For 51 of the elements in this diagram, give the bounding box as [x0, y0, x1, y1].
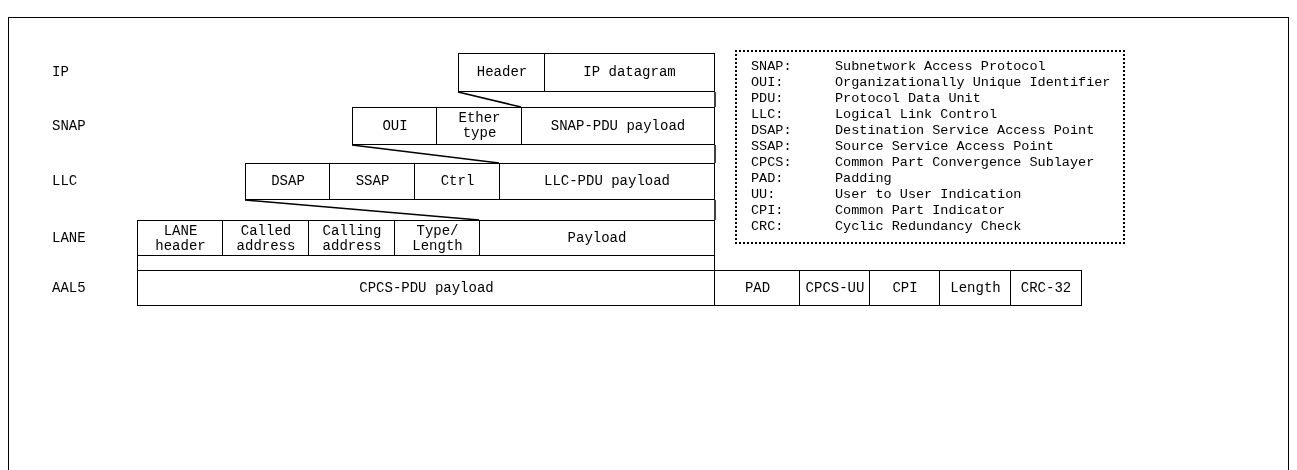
layer-label: SNAP — [52, 118, 86, 134]
abbreviation-text: SNAP: — [751, 60, 792, 74]
packet-field: IP datagram — [544, 53, 715, 92]
definition-text: Logical Link Control — [835, 108, 998, 122]
packet-field: Payload — [479, 220, 715, 257]
abbreviation-text: SSAP: — [751, 140, 792, 154]
definition-text: Destination Service Access Point — [835, 124, 1095, 138]
definition-text: Common Part Convergence Sublayer — [835, 156, 1095, 170]
packet-field: Type/Length — [394, 220, 481, 257]
projection-line — [714, 91, 716, 108]
packet-field: Ctrl — [414, 163, 501, 200]
abbreviation-text: PAD: — [751, 172, 784, 186]
projection-line — [714, 144, 716, 164]
definition-text: User to User Indication — [835, 188, 1022, 202]
definition-text: Padding — [835, 172, 892, 186]
projection-line — [714, 199, 716, 221]
packet-field: CRC-32 — [1010, 270, 1082, 306]
abbreviation-text: DSAP: — [751, 124, 792, 138]
definition-text: Common Part Indicator — [835, 204, 1006, 218]
definition-text: Subnetwork Access Protocol — [835, 60, 1046, 74]
packet-field: OUI — [352, 107, 438, 145]
packet-field: Ether type — [436, 107, 523, 145]
packet-field: CPI — [869, 270, 941, 306]
packet-field: CPCS-PDU payload — [137, 270, 716, 306]
definition-text: Cyclic Redundancy Check — [835, 220, 1022, 234]
abbreviation-text: PDU: — [751, 92, 784, 106]
packet-field: DSAP — [245, 163, 331, 200]
definition-text: Source Service Access Point — [835, 140, 1054, 154]
abbreviation-text: OUI: — [751, 76, 784, 90]
packet-field: LLC-PDU payload — [499, 163, 715, 200]
abbreviation-text: CPI: — [751, 204, 784, 218]
projection-line — [351, 144, 500, 164]
abbreviation-text: LLC: — [751, 108, 784, 122]
definition-text: Protocol Data Unit — [835, 92, 981, 106]
packet-field: SSAP — [329, 163, 416, 200]
abbreviation-text: UU: — [751, 188, 776, 202]
packet-field: Header — [458, 53, 546, 92]
packet-field: Length — [939, 270, 1012, 306]
abbreviation-text: CRC: — [751, 220, 784, 234]
abbreviation-text: CPCS: — [751, 156, 792, 170]
packet-field: Called address — [222, 220, 310, 257]
layer-label: AAL5 — [52, 280, 86, 296]
packet-field: LANE header — [137, 220, 224, 257]
layer-label: LLC — [52, 173, 78, 189]
layer-label: IP — [52, 64, 69, 80]
packet-field: PAD — [714, 270, 801, 306]
packet-field: SNAP-PDU payload — [521, 107, 715, 145]
packet-field: CPCS-UU — [799, 270, 871, 306]
packet-field: Calling address — [308, 220, 396, 257]
layer-label: LANE — [52, 230, 86, 246]
definition-text: Organizationally Unique Identifier — [835, 76, 1111, 90]
